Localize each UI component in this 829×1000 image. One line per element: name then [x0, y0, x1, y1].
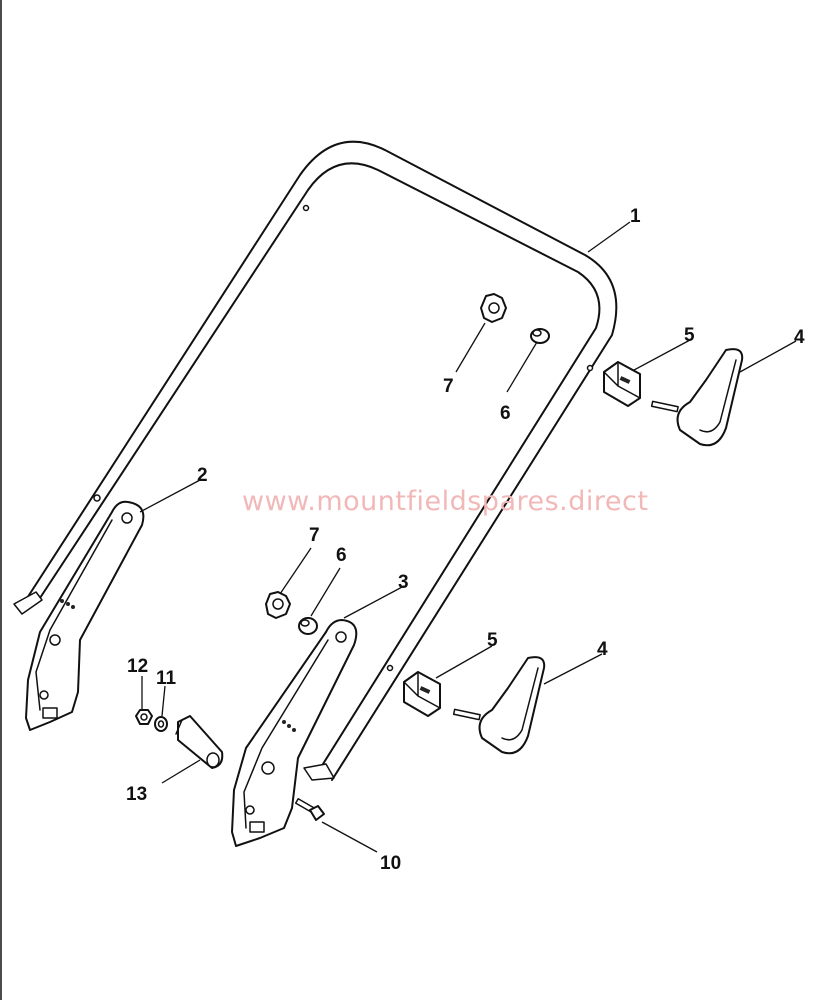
- callout-6-lower: 6: [336, 545, 347, 566]
- callout-3: 3: [398, 572, 409, 593]
- spacer-part-6-lower: [298, 617, 318, 635]
- left-bracket-part-2: [25, 500, 145, 731]
- pivot-lever-part-13: [175, 715, 224, 769]
- callout-1: 1: [630, 206, 641, 227]
- callout-12: 12: [127, 656, 148, 677]
- callout-4-upper: 4: [794, 327, 805, 348]
- callout-7-upper: 7: [443, 376, 454, 397]
- callout-4-lower: 4: [597, 639, 608, 660]
- nut-part-12: [135, 709, 153, 725]
- clamp-block-part-5-upper: [603, 361, 641, 407]
- callout-13: 13: [126, 784, 147, 805]
- callout-5-lower: 5: [487, 630, 498, 651]
- spacer-part-6-upper: [530, 328, 550, 344]
- callout-6-upper: 6: [500, 403, 511, 424]
- callout-numbers: 1 2 3 4 4 5 5 6 6 7 7 10 11 12 13: [126, 206, 805, 874]
- callout-11: 11: [156, 668, 177, 689]
- watermark-text: www.mountfieldspares.direct: [242, 486, 648, 517]
- handle-frame-part-1: [13, 140, 618, 781]
- knob-nut-part-7-upper: [480, 293, 507, 323]
- callout-2: 2: [197, 465, 208, 486]
- callout-7-lower: 7: [309, 525, 320, 546]
- leader-lines: [139, 221, 797, 853]
- knob-nut-part-7-lower: [265, 591, 291, 619]
- cam-lever-part-4-upper: [650, 348, 744, 447]
- callout-10: 10: [380, 853, 401, 874]
- cam-lever-part-4-lower: [452, 656, 546, 755]
- washer-part-11: [154, 716, 168, 732]
- callout-5-upper: 5: [684, 325, 695, 346]
- clamp-block-part-5-lower: [403, 671, 441, 717]
- right-bracket-part-3: [231, 619, 358, 847]
- bolt-part-10: [294, 798, 325, 821]
